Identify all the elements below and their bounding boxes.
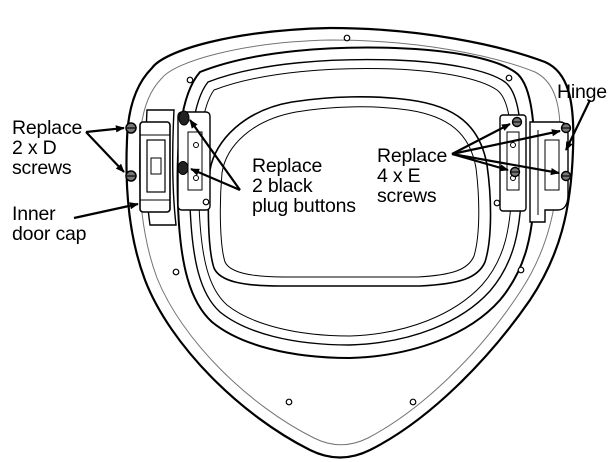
label-line: Inner	[12, 203, 56, 225]
door-shell-inner-contour	[138, 39, 561, 446]
label-replace-e-screws: Replace 4 x E screws	[377, 146, 447, 206]
screw-icon	[125, 122, 137, 134]
plug-button-icon	[177, 161, 189, 175]
left-hinge-bracket	[139, 121, 171, 213]
screw-icon	[560, 122, 572, 134]
label-line: door cap	[12, 223, 87, 245]
label-line: plug buttons	[252, 195, 356, 217]
window-trim-inner	[198, 68, 513, 337]
label-line: 4 x E	[377, 165, 421, 187]
screw-icon	[511, 116, 523, 128]
label-line: screws	[377, 185, 437, 207]
door-window-glass-inner	[219, 106, 480, 278]
leader-arrows	[73, 99, 591, 220]
screw-icon	[509, 166, 521, 178]
label-line: 2 x D	[12, 137, 57, 159]
label-hinge: Hinge	[557, 82, 607, 102]
label-line: 2 black	[252, 175, 313, 197]
label-line: Hinge	[557, 81, 607, 103]
label-replace-d-screws: Replace 2 x D screws	[12, 118, 82, 178]
label-line: screws	[12, 157, 72, 179]
label-line: Replace	[377, 145, 448, 167]
plug-button-icon	[178, 110, 190, 126]
mounting-holes	[172, 34, 525, 406]
label-line: Replace	[252, 155, 323, 177]
label-line: Replace	[12, 117, 83, 139]
screw-icon	[125, 170, 137, 182]
label-inner-door-cap: Inner door cap	[12, 204, 86, 244]
screw-icon	[560, 170, 572, 182]
label-replace-plug-buttons: Replace 2 black plug buttons	[252, 156, 356, 216]
